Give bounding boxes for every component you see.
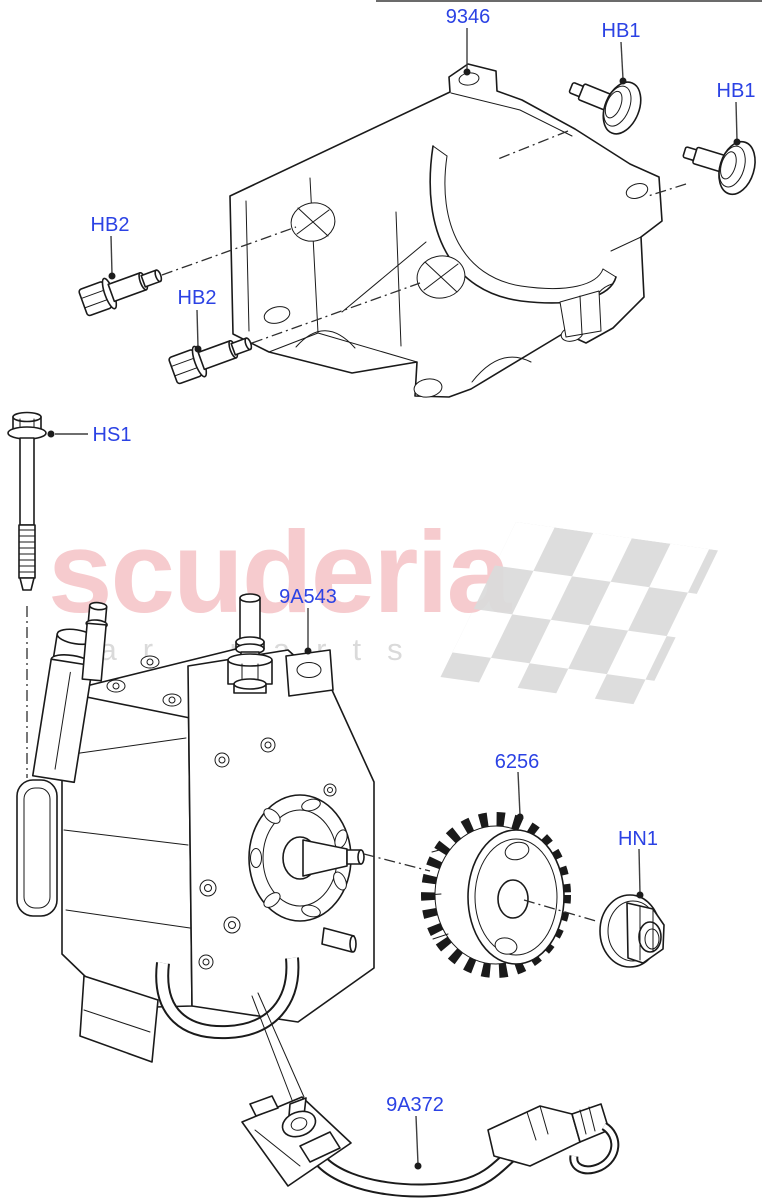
- part-label-hb2-upper: HB2: [90, 214, 130, 236]
- part-label-6256: 6256: [494, 751, 540, 773]
- bolt-hs1-drawing: [7, 411, 47, 591]
- bolt-hb1-upper-drawing: [568, 81, 642, 135]
- bracket-drawing: [229, 63, 663, 398]
- bolt-hb2-lower-drawing: [168, 337, 253, 385]
- part-label-9a543: 9A543: [279, 586, 337, 608]
- bolt-hb2-upper-drawing: [78, 269, 163, 317]
- sensor-harness-drawing: [241, 1095, 620, 1198]
- sensor-pointer-lines: [251, 992, 305, 1101]
- nut-hn1-drawing: [599, 894, 665, 968]
- part-label-9346: 9346: [445, 6, 491, 28]
- part-label-9a372: 9A372: [386, 1094, 444, 1116]
- assembly-axis-lines: [26, 130, 687, 922]
- leader-lines: [47, 28, 741, 1170]
- watermark-brand-text: scuderia: [48, 507, 511, 637]
- pump-drawing: [16, 593, 375, 1063]
- part-label-hs1: HS1: [92, 424, 132, 446]
- gear-drawing: [421, 812, 571, 978]
- bolt-hb1-lower-drawing: [682, 140, 756, 196]
- part-label-hb2-lower: HB2: [177, 287, 217, 309]
- part-label-hb1-upper: HB1: [601, 20, 641, 42]
- part-label-hn1: HN1: [617, 828, 658, 850]
- part-label-hb1-lower: HB1: [716, 80, 756, 102]
